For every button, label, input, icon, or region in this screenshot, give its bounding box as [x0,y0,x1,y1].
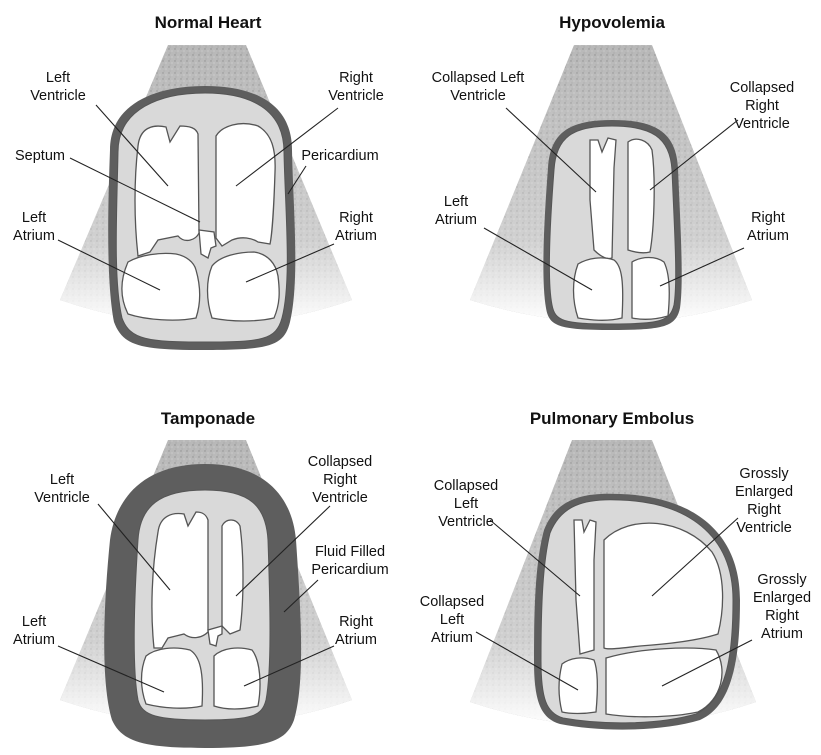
right-atrium-cavity [632,258,669,320]
panel-title: Tamponade [161,409,255,428]
panel-title: Pulmonary Embolus [530,409,694,428]
right-ventricle-cavity [222,520,243,634]
svg-text:Septum: Septum [15,148,65,164]
right-atrium-cavity [606,648,722,717]
left-ventricle-cavity [152,512,208,648]
right-ventricle-cavity [628,139,654,253]
left-atrium-cavity [574,258,623,320]
right-atrium-cavity [214,648,260,709]
left-atrium-cavity [122,253,200,320]
left-atrium-cavity [559,658,597,714]
left-ventricle-cavity [135,126,199,256]
panel-title: Normal Heart [155,13,262,32]
left-atrium-cavity [142,648,203,708]
right-atrium-cavity [208,252,280,321]
label-pericardium: Pericardium [301,148,378,164]
label-septum: Septum [15,148,65,164]
left-ventricle-cavity [590,138,616,259]
panel-title: Hypovolemia [559,13,665,32]
right-ventricle-cavity [216,124,275,246]
svg-text:Pericardium: Pericardium [301,148,378,164]
